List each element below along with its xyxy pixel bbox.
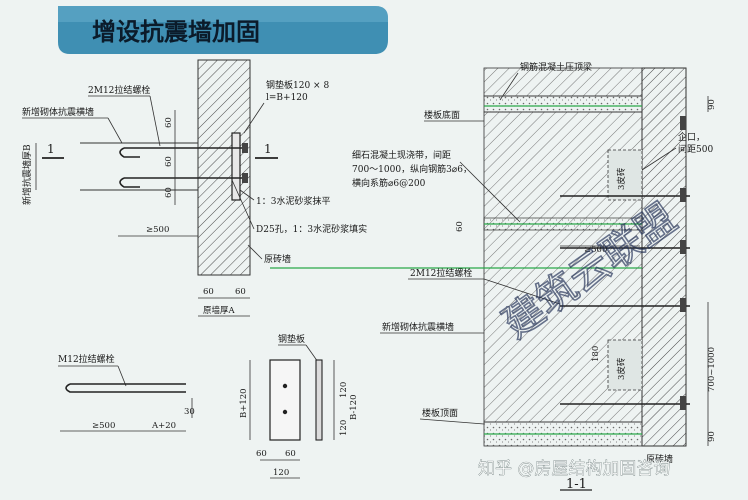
orig-wall-label: 原砖墙 (264, 253, 291, 265)
right-bolt-label: 2M12拉结螺栓 (410, 267, 472, 279)
right-orig-wall-label: 原砖墙 (646, 453, 673, 465)
author-credit: 知乎 @房屋结构加固咨询 (478, 459, 670, 479)
new-wall-label: 新增砌体抗震横墙 (22, 106, 94, 118)
strip-label-2: 700～1000，纵向钢筋3⌀6， (352, 163, 472, 175)
dim-60b: 60 (164, 156, 174, 167)
right-section-view: 3皮砖 3皮砖 90 700~1000 90 60 ≥500 180 钢筋混凝土… (270, 61, 717, 492)
brick-3b: 3皮砖 (616, 357, 627, 380)
right-dim-90b: 90 (707, 431, 717, 442)
plate-dim-120a: 120 (339, 382, 349, 398)
section-mark-left: 1 (47, 142, 55, 156)
bolt-detail-label: M12拉结螺栓 (58, 353, 115, 365)
right-dim-60: 60 (455, 221, 465, 232)
plate-dim-b120-right: B-120 (349, 395, 359, 421)
strip-label-1: 细石混凝土现浇带，间距 (352, 149, 451, 161)
steel-plate-left (231, 132, 241, 201)
hole-label: D25孔，1：3水泥砂浆填实 (256, 223, 367, 235)
bolt-dim-a20: A+20 (151, 421, 176, 431)
section-mark-right: 1 (264, 142, 272, 156)
right-new-wall-label: 新增砌体抗震横墙 (382, 321, 454, 333)
strip-label-3: 横向系筋⌀6@200 (352, 177, 426, 189)
right-dim-90a: 90 (707, 99, 717, 110)
bolt-detail: M12拉结螺栓 ≥500 A+20 30 (58, 353, 195, 432)
plate-side-view (315, 359, 323, 441)
mortar-flat-label: 1：3水泥砂浆抹平 (256, 195, 330, 207)
plate-front-view (269, 359, 301, 441)
plate-detail-label: 钢垫板 (278, 333, 305, 345)
right-orig-wall (641, 67, 687, 447)
floor-bottom-label: 楼板底面 (424, 109, 460, 121)
dim-60a: 60 (164, 117, 174, 128)
top-beam (483, 95, 643, 113)
bolt-dim-500: ≥500 (92, 421, 115, 431)
section-title: 1-1 (566, 477, 587, 492)
dim-60d: 60 (203, 287, 214, 297)
page-title: 增设抗震墙加固 (92, 18, 260, 46)
plate-label: 钢垫板120 × 8 (266, 79, 329, 91)
plate-dim-120b: 120 (339, 420, 349, 436)
bolt-dim-30: 30 (184, 407, 195, 417)
top-beam-label: 钢筋混凝土压顶梁 (520, 61, 592, 73)
plate-length-label: l=B+120 (266, 93, 308, 103)
title-bar: 增设抗震墙加固 (58, 6, 388, 54)
plate-dim-60a: 60 (256, 449, 267, 459)
plate-detail: 钢垫板 B+120 120 B-120 120 60 60 120 (239, 333, 359, 479)
right-dim-500: ≥500 (584, 245, 607, 255)
notch-label: 企口， (678, 131, 705, 143)
notch-spacing-label: 间距500 (678, 143, 713, 155)
new-wall-thickness-label: 新增抗震墙厚B (21, 144, 33, 205)
orig-wall-hatch (197, 59, 251, 276)
right-dim-700: 700~1000 (707, 347, 717, 392)
plate-dim-60b: 60 (285, 449, 296, 459)
plate-dim-120c: 120 (273, 468, 289, 478)
left-section-view: 1 1 2M12拉结螺栓 新增砌体抗震横墙 钢垫板120 × 8 l=B+120… (21, 59, 367, 317)
bolt-detail-drawing (65, 383, 186, 393)
brick-3a: 3皮砖 (616, 167, 627, 190)
orig-wall-thickness: 原墙厚A (203, 305, 236, 316)
right-dim-180: 180 (591, 346, 601, 362)
dim-60e: 60 (235, 287, 246, 297)
bolt-label: 2M12拉结螺栓 (88, 84, 150, 96)
dim-500: ≥500 (146, 225, 169, 235)
plate-dim-b120-left: B+120 (239, 388, 249, 418)
floor-top-label: 楼板顶面 (422, 407, 458, 419)
dim-60c: 60 (164, 187, 174, 198)
